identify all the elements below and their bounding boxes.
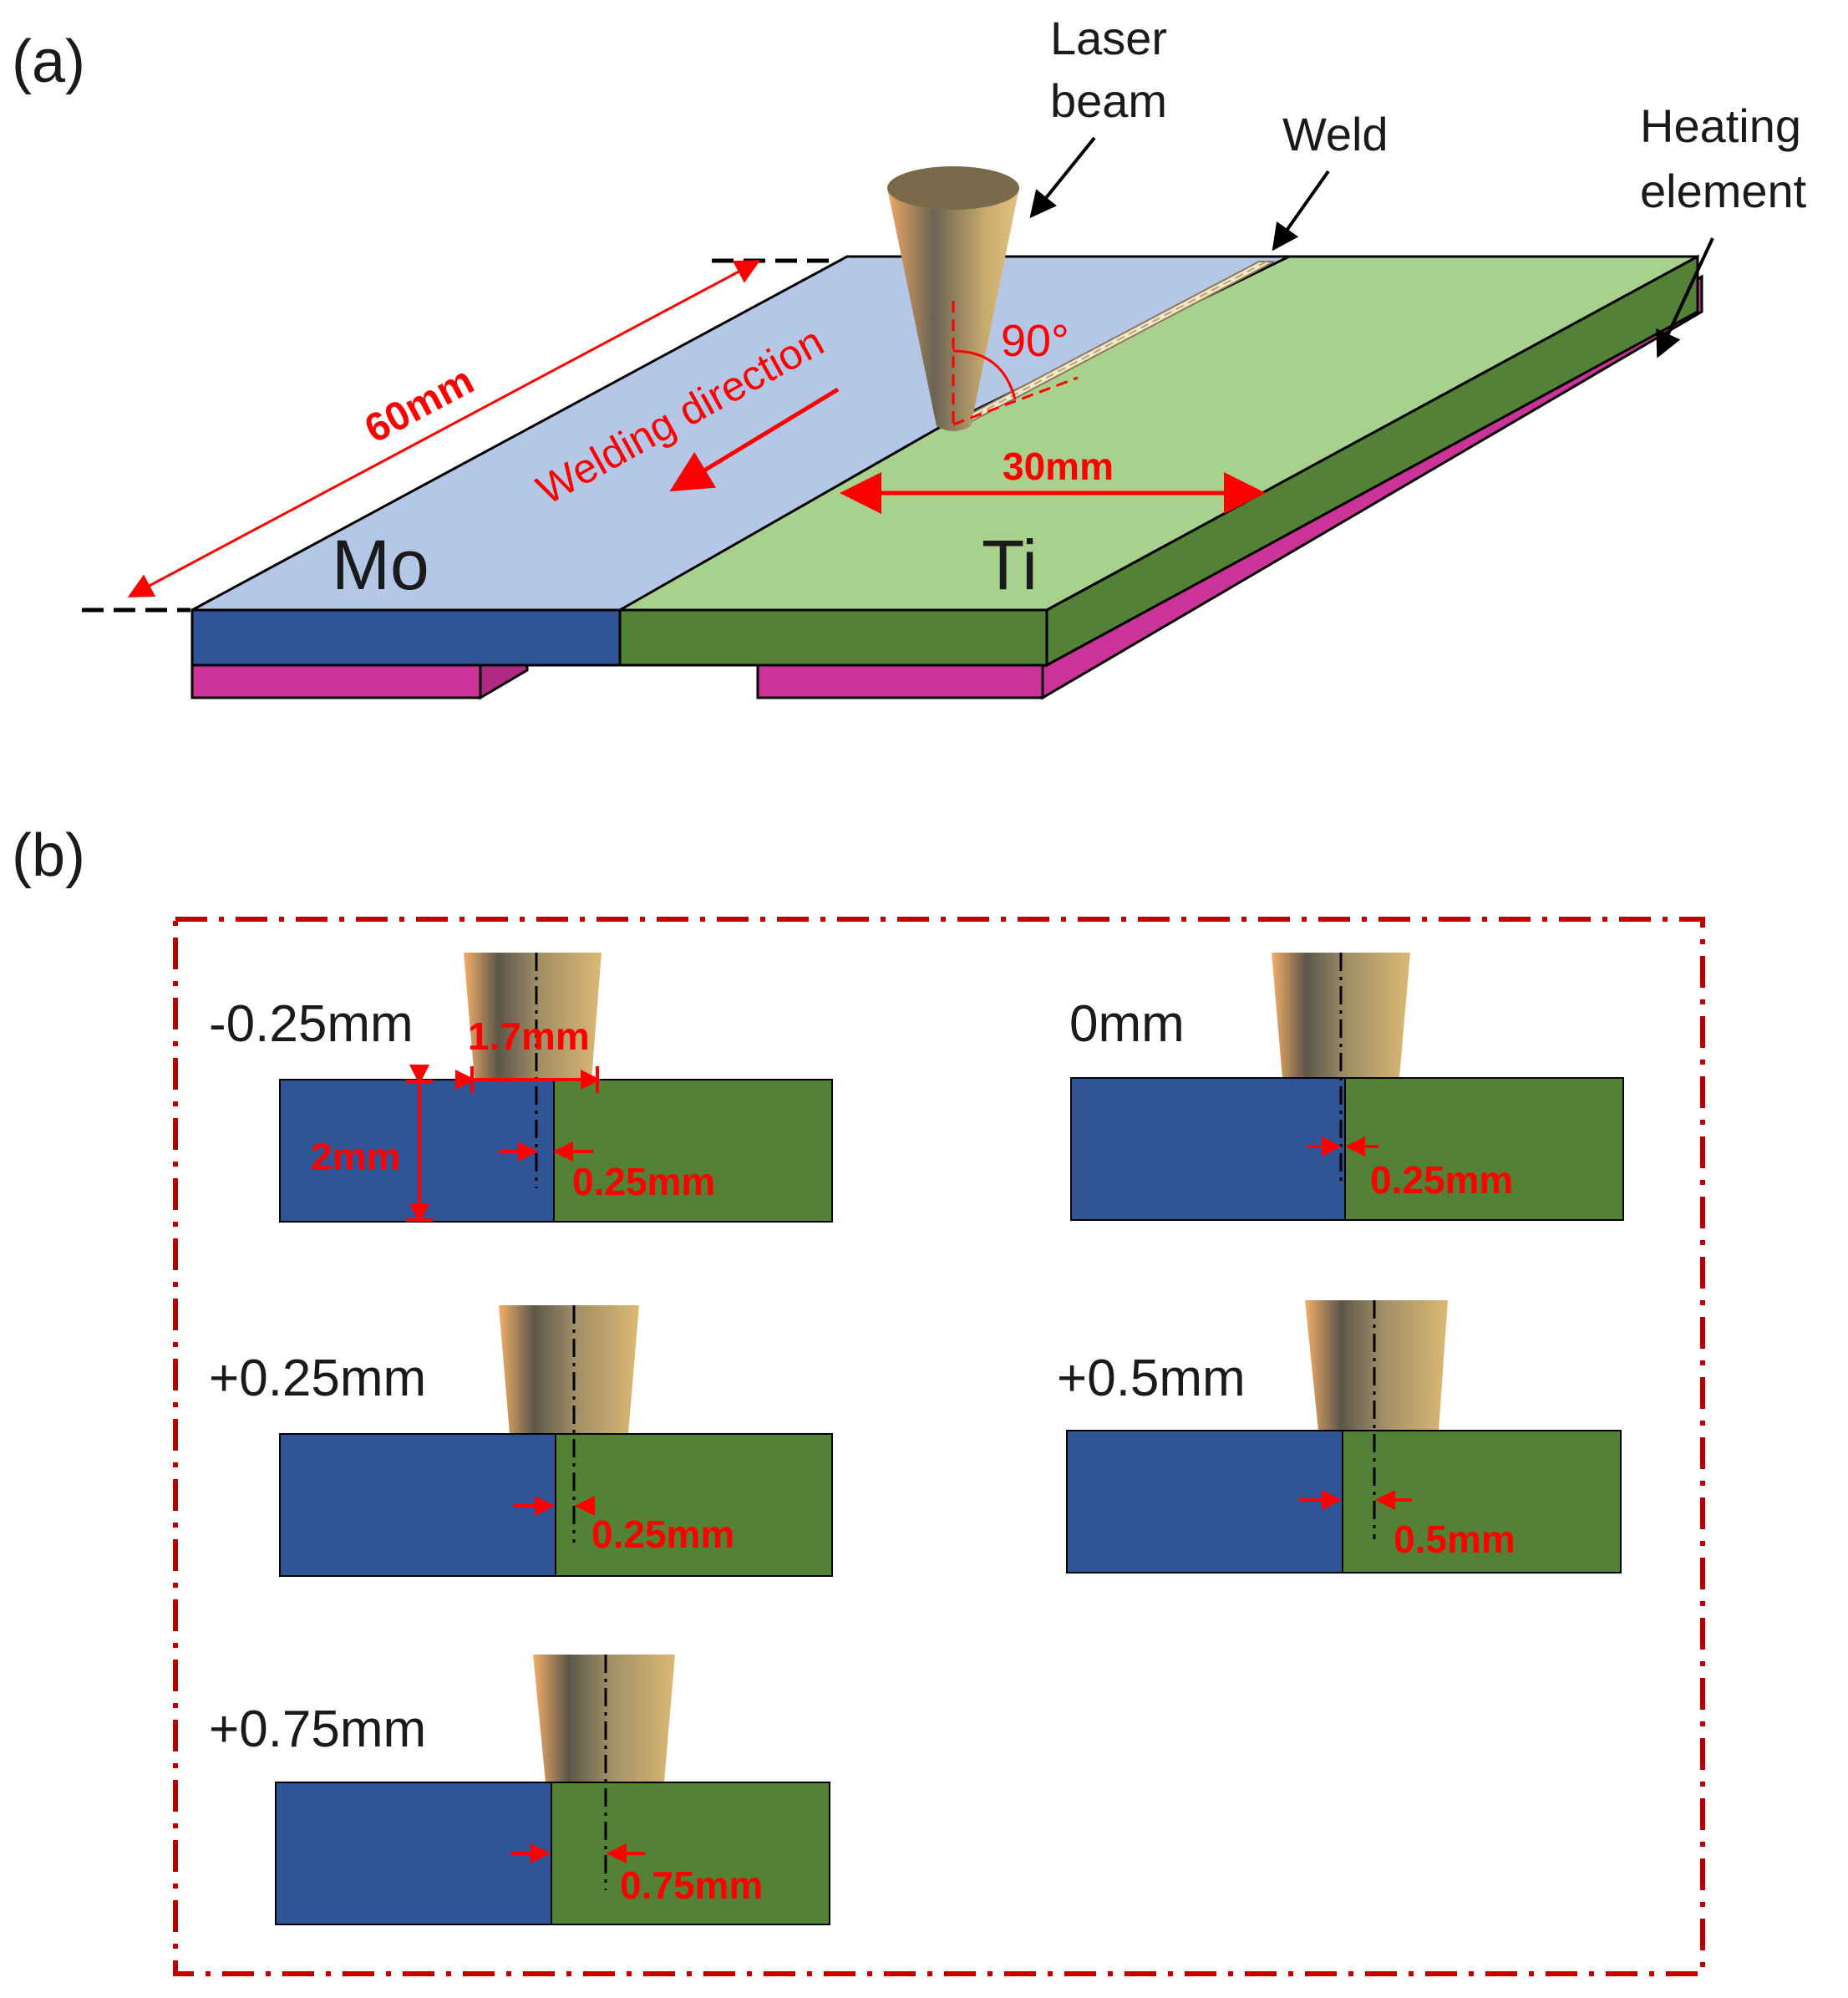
mo-block xyxy=(1070,1077,1346,1221)
case-plus-05: +0.5mm 0.5mm xyxy=(1057,1300,1622,1573)
heating-element-label-line2: element xyxy=(1640,165,1807,217)
width-30-label: 30mm xyxy=(1003,445,1114,488)
angle-label: 90° xyxy=(1001,316,1069,366)
mo-label: Mo xyxy=(332,526,429,604)
case-0: 0mm 0.25mm xyxy=(1069,953,1624,1221)
case-offset-label: 0mm xyxy=(1069,995,1185,1053)
panel-a-label: (a) xyxy=(12,28,85,95)
ti-block xyxy=(553,1079,833,1223)
offset-shift-label: 0.25mm xyxy=(572,1160,715,1203)
weld-callout: Weld xyxy=(1272,108,1389,252)
laser-beam-label-line1: Laser xyxy=(1050,12,1167,64)
case-offset-label: +0.5mm xyxy=(1057,1350,1246,1407)
case-offset-label: -0.25mm xyxy=(209,995,414,1053)
case-minus-025: -0.25mm 1.7mm 2mm 0.25mm xyxy=(209,953,833,1223)
laser-beam-label-line2: beam xyxy=(1050,74,1167,127)
beam xyxy=(499,1305,639,1434)
panel-a: (a) xyxy=(12,12,1807,700)
offset-shift-label: 0.25mm xyxy=(591,1512,734,1556)
thickness-label: 2mm xyxy=(311,1135,400,1178)
offset-shift-label: 0.25mm xyxy=(1370,1158,1513,1202)
ti-plate xyxy=(615,254,1699,668)
panel-b: (b) -0.25mm 1.7mm 2mm 0.25mm 0mm xyxy=(12,822,1705,1976)
spot-diameter-label: 1.7mm xyxy=(468,1014,590,1058)
ti-label: Ti xyxy=(982,526,1038,604)
ti-block xyxy=(551,1782,830,1925)
laser-beam-callout: Laser beam xyxy=(1029,12,1167,219)
case-offset-label: +0.25mm xyxy=(209,1350,426,1407)
panel-b-frame xyxy=(173,917,1705,1976)
ti-block xyxy=(555,1433,833,1577)
case-plus-075: +0.75mm 0.75mm xyxy=(209,1655,830,1925)
heating-element-callout: Heating element xyxy=(1640,99,1807,358)
mo-block xyxy=(275,1782,552,1925)
beam xyxy=(1305,1300,1448,1431)
panel-b-label: (b) xyxy=(12,822,85,889)
weld-label: Weld xyxy=(1282,108,1389,160)
case-plus-025: +0.25mm 0.25mm xyxy=(209,1305,833,1577)
case-offset-label: +0.75mm xyxy=(209,1701,426,1758)
heating-element-mo xyxy=(190,633,529,700)
beam xyxy=(1272,953,1410,1078)
angle-annotation: 90° xyxy=(952,301,1079,426)
heating-element-label-line1: Heating xyxy=(1640,99,1801,152)
beam xyxy=(533,1655,675,1782)
mo-block xyxy=(1066,1430,1343,1573)
offset-shift-label: 0.5mm xyxy=(1394,1518,1515,1561)
length-60-label: 60mm xyxy=(358,358,480,452)
mo-block xyxy=(279,1433,556,1577)
beam xyxy=(464,953,602,1080)
width-dimension: 30mm xyxy=(840,445,1266,514)
offset-shift-label: 0.75mm xyxy=(620,1863,763,1907)
